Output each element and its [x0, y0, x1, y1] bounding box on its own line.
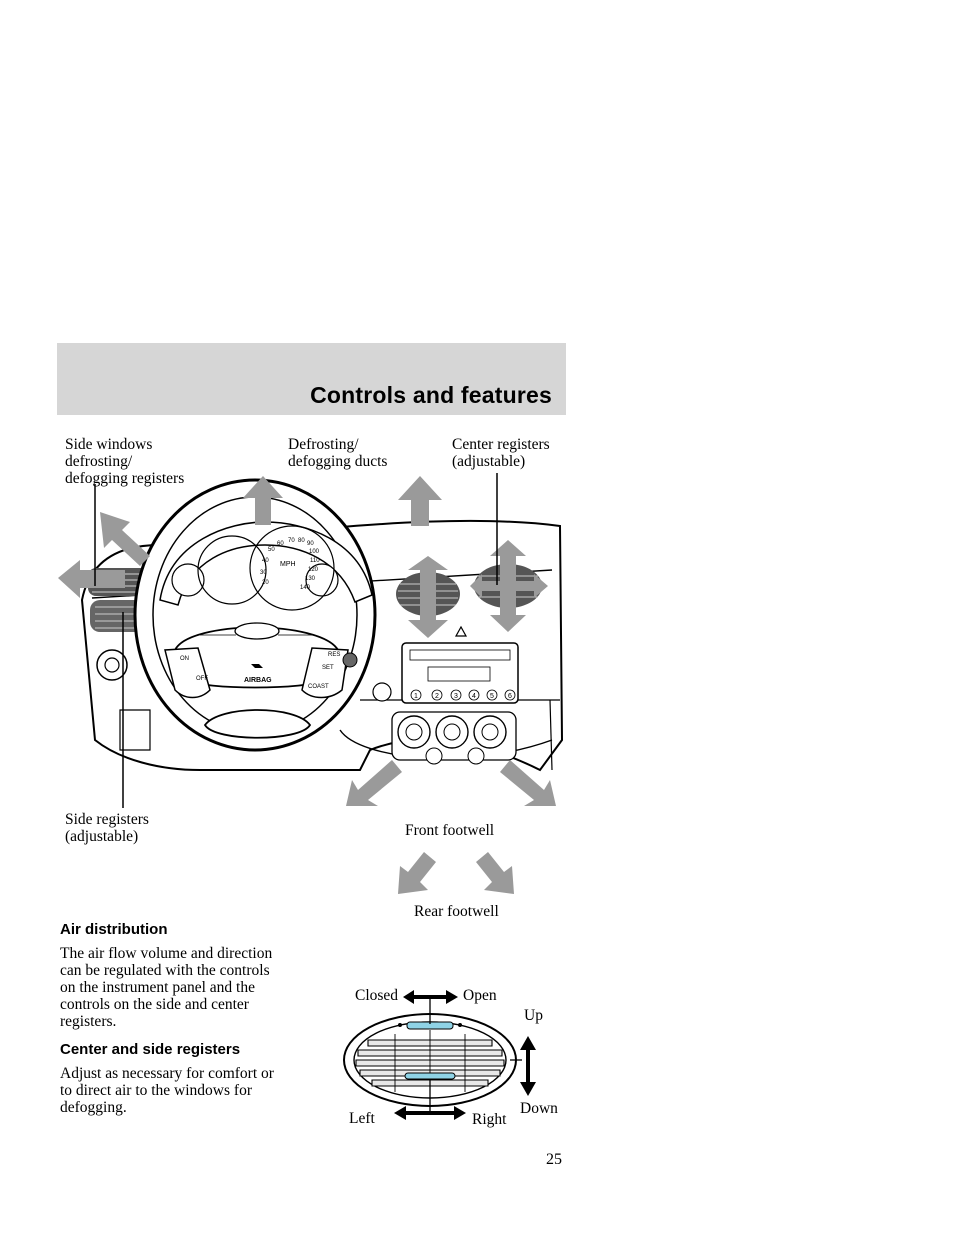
- rear-footwell-arrow-icon: [476, 852, 514, 894]
- preset-2-button: 2: [435, 693, 439, 700]
- preset-5-button: 5: [490, 693, 494, 700]
- preset-4-button: 4: [472, 693, 476, 700]
- cruise-res-label: RES: [328, 652, 340, 658]
- left-right-arrow-icon: [394, 1106, 466, 1120]
- callout-rear-footwell: Rear footwell: [414, 903, 499, 920]
- speed-mark: 120: [308, 567, 319, 573]
- horn-icon: [251, 664, 263, 668]
- section-header-band: Controls and features: [57, 343, 566, 415]
- label-right: Right: [472, 1111, 507, 1128]
- callout-center-registers: Center registers (adjustable): [452, 436, 550, 470]
- section-title: Controls and features: [310, 382, 552, 408]
- label-open: Open: [463, 987, 497, 1004]
- up-down-arrow-icon: [520, 1036, 536, 1096]
- speed-mark: 90: [307, 541, 314, 547]
- speed-mark: 130: [305, 576, 316, 582]
- preset-1-button: 1: [414, 693, 418, 700]
- callout-front-footwell: Front footwell: [405, 822, 495, 839]
- section-body: The air flow volume and direction can be…: [60, 945, 273, 1030]
- callout-defrosting-ducts: Defrosting/ defogging ducts: [288, 436, 388, 470]
- airbag-label: AIRBAG: [244, 677, 272, 684]
- speed-mark: 30: [260, 570, 267, 576]
- subsection-body: Adjust as necessary for comfort or to di…: [60, 1065, 274, 1116]
- defrost-arrow-icon: [243, 476, 283, 525]
- front-footwell-arrow-icon: [500, 760, 556, 806]
- label-left: Left: [349, 1110, 375, 1127]
- defrost-arrow-icon: [398, 476, 442, 526]
- center-vertical-arrow-icon: [408, 556, 448, 638]
- cruise-coast-label: COAST: [308, 684, 329, 690]
- preset-6-button: 6: [508, 693, 512, 700]
- speed-mark: 140: [300, 585, 311, 591]
- hazard-icon: [454, 625, 468, 637]
- speed-mark: 70: [288, 538, 295, 544]
- ford-logo-icon: [234, 622, 280, 640]
- rear-footwell-arrow-icon: [398, 852, 436, 894]
- direction-slider: [404, 1072, 456, 1080]
- page-number: 25: [546, 1151, 562, 1168]
- side-register: [90, 600, 146, 632]
- speed-mark: 20: [262, 580, 269, 586]
- side-register-arrow-icon: [58, 560, 125, 598]
- front-footwell-arrow-icon: [346, 760, 402, 806]
- speed-mark: 50: [268, 547, 275, 553]
- speed-mark: 100: [309, 549, 320, 555]
- open-closed-arrow-icon: [403, 990, 458, 1004]
- cruise-off-label: OFF: [196, 676, 208, 682]
- label-up: Up: [524, 1007, 543, 1024]
- side-window-arrow-icon: [100, 512, 150, 566]
- callout-side-registers: Side registers (adjustable): [65, 811, 149, 845]
- label-down: Down: [520, 1100, 558, 1117]
- mph-label: MPH: [280, 561, 296, 568]
- recirc-button-icon: [467, 747, 485, 765]
- ac-button-icon: [425, 747, 443, 765]
- cruise-on-label: ON: [180, 656, 189, 662]
- section-heading: Air distribution: [60, 921, 168, 938]
- speed-mark: 80: [298, 538, 305, 544]
- speed-mark: 60: [277, 541, 284, 547]
- cruise-set-label: SET: [322, 665, 334, 671]
- callout-side-windows: Side windows defrosting/ defogging regis…: [65, 436, 185, 487]
- speed-mark: 40: [262, 558, 269, 564]
- center-horizontal-arrow-icon: [470, 574, 548, 598]
- preset-3-button: 3: [454, 693, 458, 700]
- label-closed: Closed: [355, 987, 399, 1004]
- subsection-heading: Center and side registers: [60, 1041, 241, 1058]
- speed-mark: 110: [310, 558, 320, 564]
